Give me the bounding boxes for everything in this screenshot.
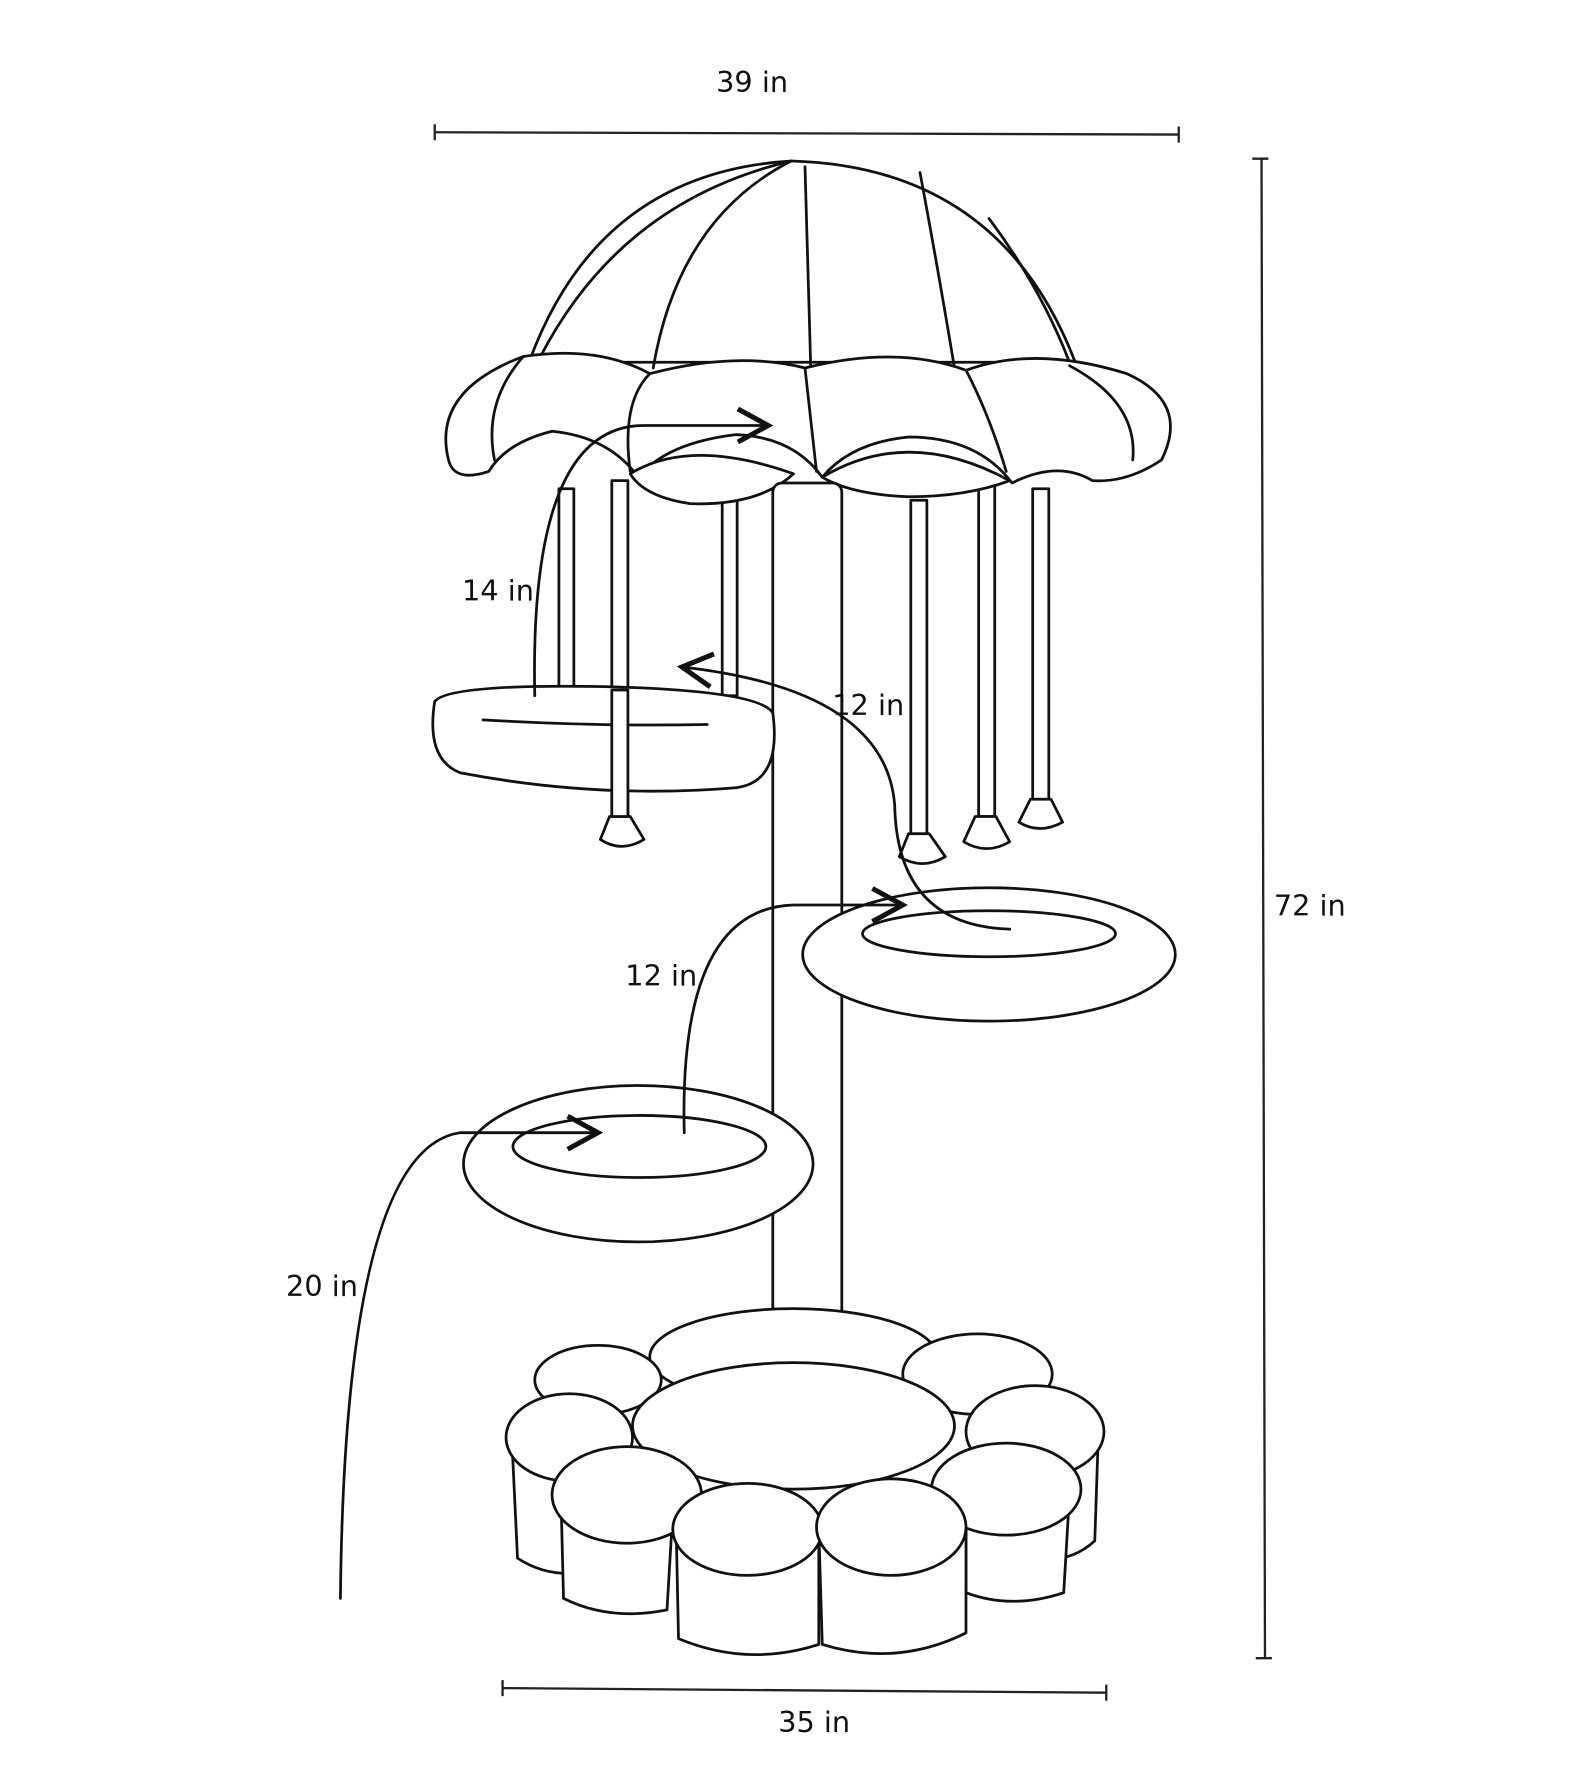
platform-top <box>431 684 776 818</box>
dimension-width-top: 39 in <box>433 65 1180 143</box>
label-height: 72 in <box>1274 888 1346 922</box>
umbrella-canopy <box>444 159 1172 506</box>
dimension-height: 72 in <box>1252 157 1346 1660</box>
dimension-width-base: 35 in <box>501 1680 1108 1739</box>
label-width-base: 35 in <box>778 1705 850 1739</box>
flower-base <box>504 1307 1106 1656</box>
platform-middle <box>801 886 1177 1023</box>
label-jump-middle: 12 in <box>832 688 904 722</box>
label-jump-top: 14 in <box>462 573 534 607</box>
label-width-top: 39 in <box>716 65 788 99</box>
jump-arrows <box>339 406 1012 1600</box>
label-jump-floor: 20 in <box>286 1269 358 1303</box>
platform-lower <box>462 1084 815 1244</box>
label-jump-lower: 12 in <box>625 958 697 992</box>
